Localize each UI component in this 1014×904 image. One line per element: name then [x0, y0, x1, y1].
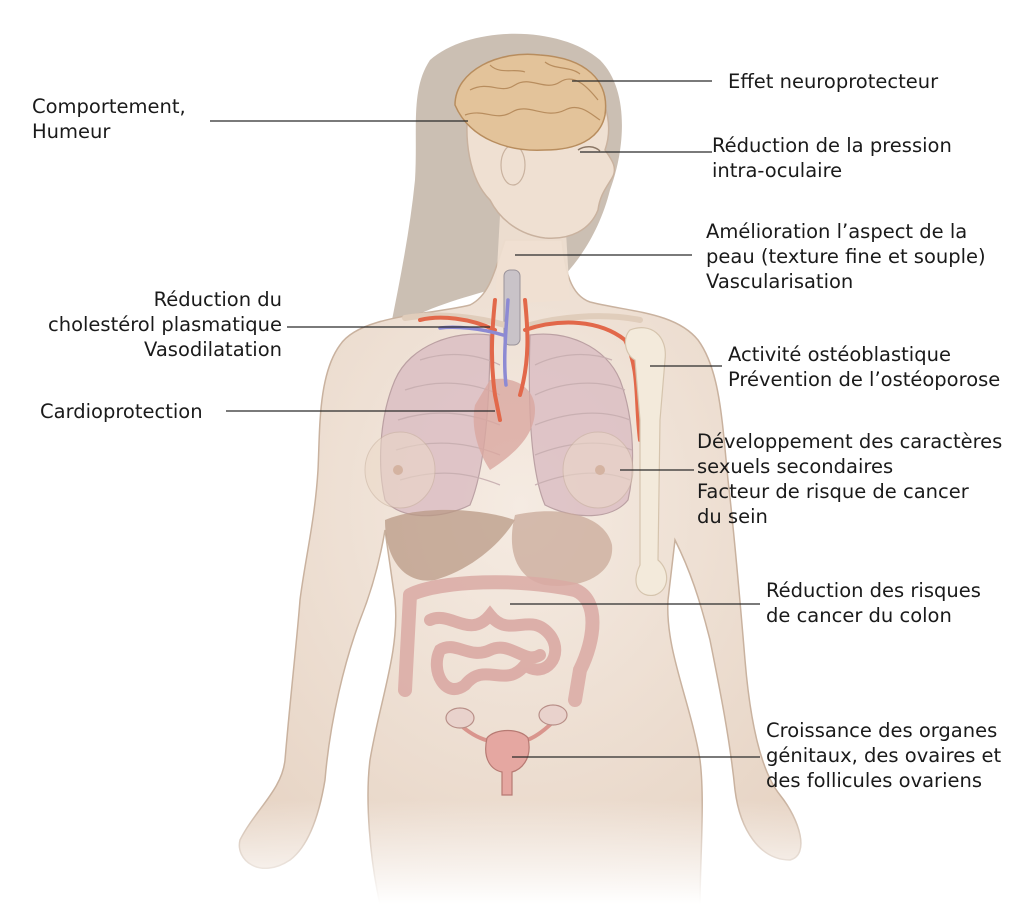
label-line: Réduction de la pression — [712, 133, 952, 158]
label-line: peau (texture fine et souple) — [706, 244, 986, 269]
label-line: des follicules ovariens — [766, 768, 1014, 793]
label-osteo: Activité ostéoblastique Prévention de l’… — [728, 342, 1014, 392]
label-neuro: Effet neuroprotecteur — [728, 69, 938, 94]
label-line: du sein — [697, 504, 1014, 529]
label-line: Cardioprotection — [40, 399, 203, 424]
label-line: Activité ostéoblastique — [728, 342, 1014, 367]
label-line: Vasodilatation — [30, 337, 282, 362]
label-pression: Réduction de la pression intra-oculaire — [712, 133, 952, 183]
label-caracteres: Développement des caractères sexuels sec… — [697, 429, 1014, 529]
label-line: Prévention de l’ostéoporose — [728, 367, 1014, 392]
label-comportement: Comportement, Humeur — [32, 94, 186, 144]
label-line: Développement des caractères — [697, 429, 1014, 454]
label-colon: Réduction des risques de cancer du colon — [766, 578, 981, 628]
label-line: Vascularisation — [706, 269, 986, 294]
label-line: Réduction du — [30, 287, 282, 312]
label-cardio: Cardioprotection — [40, 399, 203, 424]
label-line: de cancer du colon — [766, 603, 981, 628]
label-peau: Amélioration l’aspect de la peau (textur… — [706, 219, 986, 294]
label-line: Effet neuroprotecteur — [728, 69, 938, 94]
label-line: génitaux, des ovaires et — [766, 743, 1014, 768]
bottom-fade — [0, 800, 1014, 904]
right-ovary — [539, 705, 567, 725]
label-line: Humeur — [32, 119, 186, 144]
label-line: Facteur de risque de cancer — [697, 479, 1014, 504]
label-line: Amélioration l’aspect de la — [706, 219, 986, 244]
left-nipple — [393, 465, 403, 475]
label-line: intra-oculaire — [712, 158, 952, 183]
right-nipple — [595, 465, 605, 475]
label-line: cholestérol plasmatique — [30, 312, 282, 337]
ear-shape — [501, 145, 525, 185]
label-line: Croissance des organes — [766, 718, 1014, 743]
left-ovary — [446, 708, 474, 728]
label-cholesterol: Réduction du cholestérol plasmatique Vas… — [30, 287, 282, 362]
label-genitaux: Croissance des organes génitaux, des ova… — [766, 718, 1014, 793]
label-line: Comportement, — [32, 94, 186, 119]
label-line: Réduction des risques — [766, 578, 981, 603]
label-line: sexuels secondaires — [697, 454, 1014, 479]
